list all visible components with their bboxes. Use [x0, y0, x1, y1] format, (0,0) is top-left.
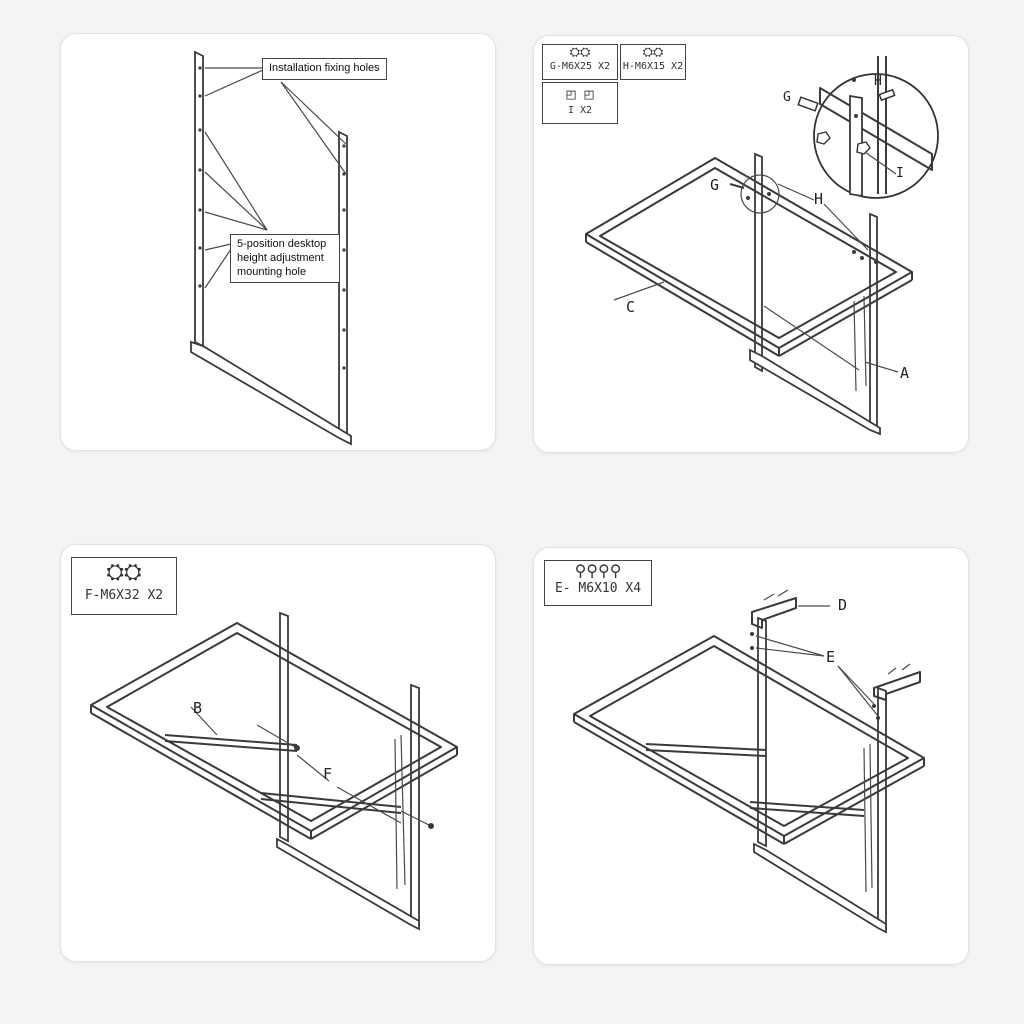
- back-rail-left: [279, 611, 289, 843]
- label-e: E: [826, 648, 836, 666]
- detail-rail: [849, 94, 863, 198]
- step-4-diagram: [573, 589, 925, 934]
- detail-label-i: I: [896, 166, 904, 181]
- step-1-diagram: [190, 50, 352, 446]
- back-rail-right: [877, 686, 887, 930]
- bracket-d-left: [751, 597, 797, 629]
- screw-icon: ⚲⚲⚲⚲: [574, 561, 622, 580]
- step-3-panel: ⛭⛭ F-M6X32 X2 B F: [60, 544, 496, 962]
- bracket-icon: ◰ ◰: [566, 85, 594, 103]
- hardware-i-box: ◰ ◰ I X2: [542, 82, 618, 124]
- frame-inner: [589, 645, 909, 827]
- frame-inner: [106, 632, 442, 822]
- label-b: B: [193, 699, 203, 717]
- detail-label-g: G: [783, 90, 791, 105]
- base-bar: [276, 837, 420, 931]
- step-2-panel: ⛭⛭ G-M6X25 X2 ⛭⛭ H-M6X15 X2 ◰ ◰ I X2 G H…: [533, 35, 969, 453]
- detail-label-h: H: [874, 74, 882, 89]
- step-1-panel: Installation fixing holes 5-position des…: [60, 33, 496, 451]
- frame-c-inner: [599, 167, 897, 339]
- detail-frame-bar: [819, 87, 933, 171]
- base-bar: [753, 842, 887, 934]
- detail-highlight-circle: [740, 174, 780, 214]
- right-rail-holes: [342, 144, 346, 370]
- bolt-icon: ⛭⛭: [569, 45, 591, 60]
- step-4-panel: ⚲⚲⚲⚲ E- M6X10 X4 D E: [533, 547, 969, 965]
- right-rail: [338, 130, 348, 441]
- base-bar: [749, 348, 881, 436]
- left-rail-holes: [198, 66, 202, 288]
- step-3-diagram: [90, 611, 458, 931]
- back-rail-left: [754, 152, 763, 373]
- hardware-e-box: ⚲⚲⚲⚲ E- M6X10 X4: [544, 560, 652, 606]
- label-f: F: [323, 765, 333, 783]
- bolt-icon: ⛭⛭: [106, 560, 142, 585]
- base-bar: [190, 340, 352, 446]
- step-2-diagram: [585, 56, 939, 436]
- hardware-g-box: ⛭⛭ G-M6X25 X2: [542, 44, 618, 80]
- label-c: C: [626, 298, 636, 316]
- callout-installation-holes: Installation fixing holes: [262, 58, 387, 80]
- label-a: A: [900, 364, 910, 382]
- brace-b-lower: [260, 792, 402, 808]
- bolt-icon: ⛭⛭: [642, 45, 664, 60]
- hardware-h-box: ⛭⛭ H-M6X15 X2: [620, 44, 686, 80]
- callout-height-adjustment: 5-position desktop height adjustment mou…: [230, 234, 340, 284]
- bracket-d-right: [873, 671, 921, 701]
- label-g: G: [710, 176, 720, 194]
- hardware-f-box: ⛭⛭ F-M6X32 X2: [71, 557, 177, 615]
- leader-lines: [204, 67, 347, 289]
- label-h: H: [814, 190, 824, 208]
- back-rail-right: [869, 212, 878, 432]
- label-d: D: [838, 596, 848, 614]
- brace-b-upper: [164, 734, 298, 746]
